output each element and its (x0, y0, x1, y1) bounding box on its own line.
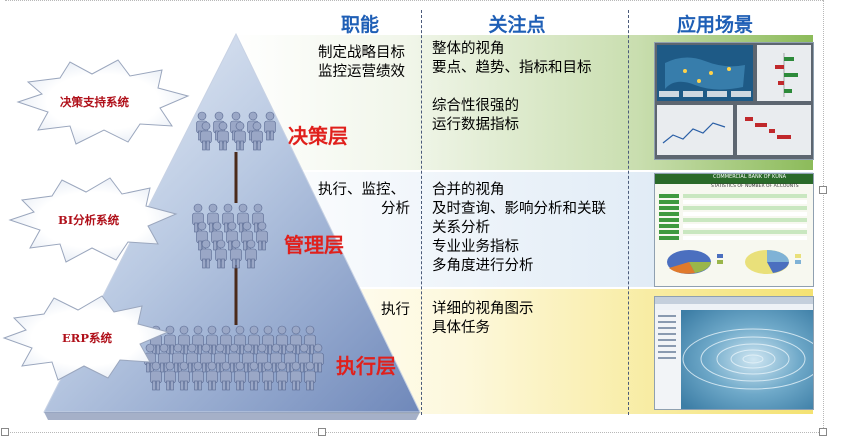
bi-report-subtitle: STATISTICS OF NUMBER OF ACCOUNTS (711, 184, 799, 189)
dashboard-screenshot (654, 42, 814, 160)
function-line: 制定战略目标 (318, 45, 405, 61)
system-label-bi: BI分析系统 (58, 213, 120, 227)
header-function: 职能 (340, 14, 379, 36)
focus-line: 及时查询、影响分析和关联 (432, 201, 606, 217)
function-line: 分析 (381, 201, 410, 217)
focus-line: 综合性很强的 (432, 98, 519, 114)
focus-line: 合并的视角 (432, 182, 505, 198)
resize-handle-bottom[interactable] (318, 428, 326, 436)
system-label-decision: 决策支持系统 (60, 95, 129, 109)
focus-line: 关系分析 (432, 220, 490, 236)
focus-line: 专业业务指标 (432, 239, 519, 255)
header-focus: 关注点 (488, 14, 546, 36)
focus-line: 整体的视角 (432, 41, 505, 57)
function-line: 执行、监控、 (318, 182, 405, 198)
starburst-erp (2, 295, 170, 381)
column-divider-1 (421, 10, 422, 415)
focus-line: 多角度进行分析 (432, 258, 534, 274)
layer-label-execution: 执行层 (336, 354, 396, 378)
selection-frame-top (5, 0, 823, 1)
bi-report-screenshot: COMMERCIAL BANK OF KUNA STATISTICS OF NU… (654, 173, 814, 287)
selection-frame-bottom (5, 432, 823, 433)
system-label-erp: ERP系统 (62, 331, 112, 345)
focus-line: 运行数据指标 (432, 117, 519, 133)
resize-handle-right[interactable] (819, 186, 827, 194)
focus-line: 具体任务 (432, 320, 490, 336)
starburst-decision (16, 59, 190, 145)
focus-line: 要点、趋势、指标和目标 (432, 60, 592, 76)
function-line: 监控运营绩效 (318, 64, 405, 80)
header-scenario: 应用场景 (676, 14, 753, 36)
layer-label-management: 管理层 (284, 233, 344, 257)
function-line: 执行 (381, 302, 410, 318)
bi-report-title: COMMERCIAL BANK OF KUNA (713, 174, 787, 180)
resize-handle-bottom-left[interactable] (1, 428, 9, 436)
column-divider-2 (628, 10, 629, 415)
resize-handle-bottom-right[interactable] (819, 428, 827, 436)
layer-label-decision: 决策层 (288, 124, 348, 148)
erp-window-screenshot (654, 296, 814, 410)
focus-line: 详细的视角图示 (432, 301, 534, 317)
starburst-bi (8, 177, 178, 263)
selection-frame-right (823, 0, 824, 432)
